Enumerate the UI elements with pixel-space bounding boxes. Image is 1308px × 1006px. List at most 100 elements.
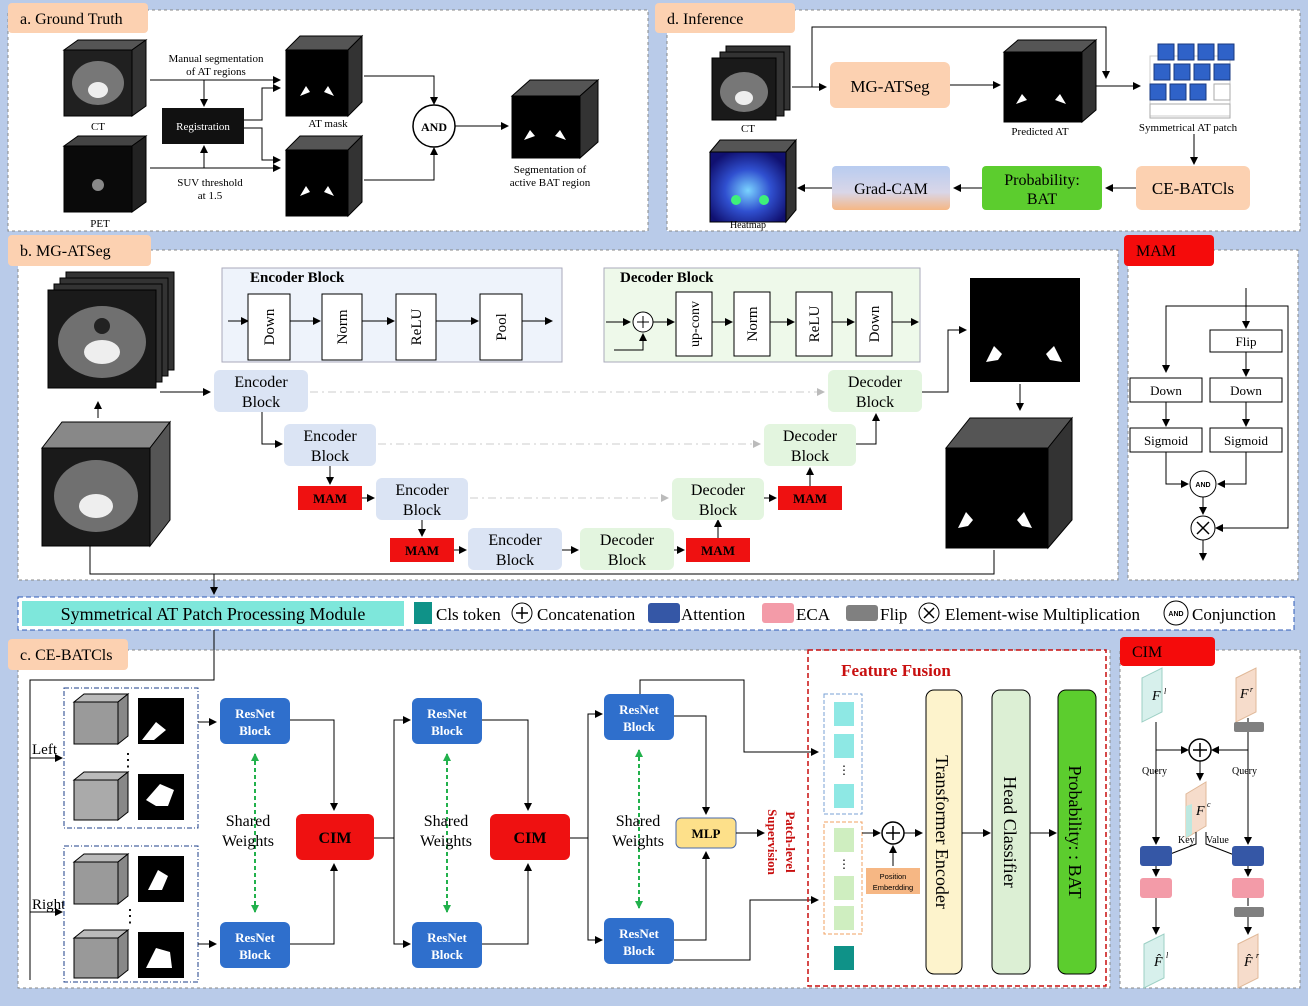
legend-and-text: AND xyxy=(1168,611,1183,618)
encoder-block-4: Encoder Block xyxy=(468,528,562,570)
predicted-at-label: Predicted AT xyxy=(1011,126,1068,138)
right-dots: ⋮ xyxy=(121,906,139,926)
pet-cube-a xyxy=(62,135,148,213)
feature-fusion-title: Feature Fusion xyxy=(841,661,951,680)
cim-box-2: CIM xyxy=(490,814,570,860)
tag-mam: MAM xyxy=(1124,235,1214,266)
heatmap-cube xyxy=(708,138,798,224)
output-mask-cube xyxy=(944,416,1074,550)
attention-swatch xyxy=(648,603,680,623)
rn-l3-b: Block xyxy=(623,719,656,734)
mam-box-1: MAM xyxy=(298,486,362,510)
pet-label-a: PET xyxy=(90,218,110,230)
mam-and-label: AND xyxy=(1195,482,1210,489)
rn-r1-a: ResNet xyxy=(235,930,275,945)
legend-eca: ECA xyxy=(796,605,831,624)
prob-label-2-d: BAT xyxy=(1027,191,1057,208)
tag-mam-text: MAM xyxy=(1136,243,1176,260)
mam-down-label-2: Down xyxy=(1230,383,1262,398)
resnet-block-l1: ResNet Block xyxy=(220,698,290,744)
resnet-block-r2: ResNet Block xyxy=(412,922,482,968)
rn-r1-b: Block xyxy=(239,947,272,962)
cim-fl-hat-label: F̂ xyxy=(1153,954,1163,970)
encoder-step-1: Norm xyxy=(335,309,351,344)
tag-cim-text: CIM xyxy=(1132,644,1162,661)
mam-flip-label: Flip xyxy=(1236,334,1257,349)
mg-atseg-box-d: MG-ATSeg xyxy=(830,62,950,108)
enc4-l2: Block xyxy=(496,552,534,569)
enc3-l2: Block xyxy=(403,502,441,519)
enc2-l2: Block xyxy=(311,448,349,465)
tag-cim: CIM xyxy=(1120,637,1215,666)
shared-2-a: Shared xyxy=(424,813,468,830)
manual-seg-label-2: of AT regions xyxy=(186,66,246,78)
pos-emb-2: Emberdding xyxy=(873,883,913,892)
mam-diagram: Flip Down Down Sigmoid Sigmoid AND xyxy=(1129,288,1289,561)
feature-fusion: Feature Fusion ⋮ ⋮ Position Emberdding T… xyxy=(807,649,1107,987)
fusion-dots-1: ⋮ xyxy=(838,763,850,777)
cim-1-label: CIM xyxy=(319,830,352,847)
rn-r3-a: ResNet xyxy=(619,926,659,941)
dec1-l1: Decoder xyxy=(848,374,903,391)
patch-sup-1: Patch-level xyxy=(783,811,798,873)
legend-cls: Cls token xyxy=(436,605,501,624)
dec2-l2: Block xyxy=(791,448,829,465)
dec4-l2: Block xyxy=(608,552,646,569)
rn-l2-a: ResNet xyxy=(427,706,467,721)
mam-box-3: MAM xyxy=(686,538,750,562)
rn-l1-b: Block xyxy=(239,723,272,738)
ct-stack-d xyxy=(711,45,791,121)
input-ct-cube-b xyxy=(40,420,172,548)
legend-concat: Concatenation xyxy=(537,605,636,624)
symmetric-patch-grid xyxy=(1149,43,1235,119)
dec2-l1: Decoder xyxy=(783,428,838,445)
mam-3-label: MAM xyxy=(701,543,735,558)
legend-module-label: Symmetrical AT Patch Processing Module xyxy=(61,604,366,624)
enc4-l1: Encoder xyxy=(488,532,542,549)
flip-swatch xyxy=(846,605,878,621)
output-mask-slice xyxy=(970,278,1080,382)
decoder-step-1: Norm xyxy=(745,306,761,341)
tag-a: a. Ground Truth xyxy=(8,3,148,33)
encoder-block-2: Encoder Block xyxy=(284,424,376,466)
ce-batcls-box-d: CE-BATCls xyxy=(1136,166,1250,210)
enc1-l2: Block xyxy=(242,394,280,411)
bat-seg-label-2: active BAT region xyxy=(510,177,591,189)
legend: Symmetrical AT Patch Processing Module C… xyxy=(22,600,1277,626)
mam-sigmoid-label-1: Sigmoid xyxy=(1144,433,1189,448)
tag-c-text: c. CE-BATCls xyxy=(20,647,112,664)
shared-2-b: Weights xyxy=(420,833,472,850)
rn-l2-b: Block xyxy=(431,723,464,738)
predicted-at-cube xyxy=(1002,38,1098,124)
cim-fl-label: F xyxy=(1151,689,1161,704)
prob-bat-label-c: Probability: : BAT xyxy=(1065,765,1085,898)
cim-fr-hat-label: F̂ xyxy=(1243,954,1253,970)
panel-b xyxy=(17,249,1119,581)
gradcam-label: Grad-CAM xyxy=(854,181,928,198)
resnet-block-r3: ResNet Block xyxy=(604,918,674,964)
suv-mask-cube xyxy=(284,134,364,218)
rn-r2-a: ResNet xyxy=(427,930,467,945)
mlp-label: MLP xyxy=(692,826,721,841)
suv-label-1: SUV threshold xyxy=(177,177,243,189)
encoder-block-1: Encoder Block xyxy=(214,370,308,412)
encoder-detail-title: Encoder Block xyxy=(250,270,345,286)
tag-b-text: b. MG-ATSeg xyxy=(20,243,111,260)
decoder-block-3: Decoder Block xyxy=(672,478,764,520)
rn-r2-b: Block xyxy=(431,947,464,962)
shared-1-a: Shared xyxy=(226,813,270,830)
encoder-step-0: Down xyxy=(262,308,278,345)
svg-text:r: r xyxy=(1250,685,1254,694)
mg-atseg-label-d: MG-ATSeg xyxy=(850,77,930,96)
tag-a-text: a. Ground Truth xyxy=(20,11,123,28)
conjunction-icon xyxy=(1163,600,1189,626)
transformer-label: Transformer Encoder xyxy=(932,755,952,909)
at-mask-cube xyxy=(284,34,364,118)
mam-1-label: MAM xyxy=(313,491,347,506)
fusion-dots-2: ⋮ xyxy=(838,857,850,871)
cim-fr-label: F xyxy=(1239,687,1249,702)
at-mask-label: AT mask xyxy=(308,118,348,130)
left-dots: ⋮ xyxy=(119,750,137,770)
and-label-a: AND xyxy=(421,120,447,134)
resnet-block-r1: ResNet Block xyxy=(220,922,290,968)
